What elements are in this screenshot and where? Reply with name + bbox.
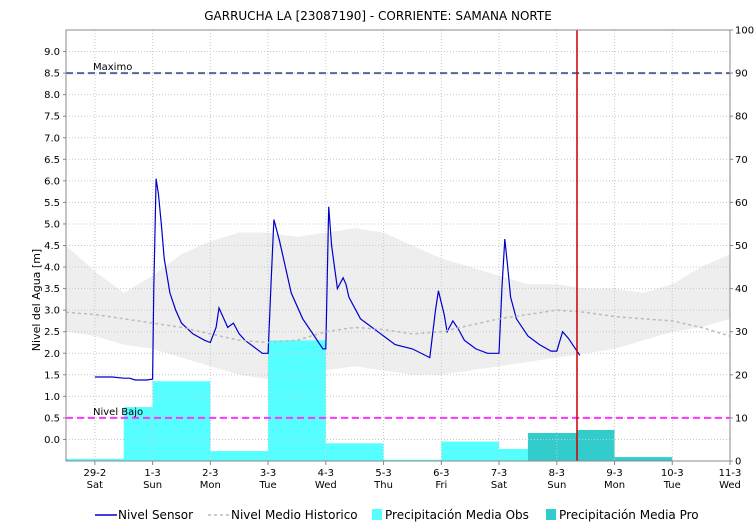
y-tick-label: 4.0 <box>44 263 60 274</box>
x-tick-day: Tue <box>663 480 681 491</box>
x-tick-day: Sat <box>491 480 507 491</box>
y-tick-label: 0.0 <box>44 435 60 446</box>
legend-swatch-3 <box>546 509 556 520</box>
y2-tick-label: 70 <box>735 155 748 166</box>
legend-label-3: Precipitación Media Pro <box>559 508 699 522</box>
legend-label-0: Nivel Sensor <box>118 508 193 522</box>
y-tick-label: 8.0 <box>44 90 60 101</box>
x-tick-date: 4-3 <box>318 468 334 479</box>
x-tick-date: 8-3 <box>549 468 565 479</box>
x-tick-day: Tue <box>259 480 277 491</box>
x-tick-day: Sat <box>87 480 103 491</box>
x-tick-day: Mon <box>604 480 625 491</box>
precip-bar-0-7 <box>441 441 500 461</box>
x-tick-date: 7-3 <box>491 468 507 479</box>
y-tick-label: 7.5 <box>44 112 60 123</box>
precip-bar-1-2 <box>614 457 673 461</box>
x-tick-date: 10-3 <box>661 468 684 479</box>
legend: Nivel Sensor Nivel Medio Historico Precipi… <box>95 508 699 522</box>
x-tick-day: Mon <box>200 480 221 491</box>
y2-tick-label: 0 <box>735 457 741 468</box>
precip-bar-0-6 <box>383 459 442 461</box>
y2-tick-label: 40 <box>735 284 748 295</box>
chart-title: GARRUCHA LA [23087190] - CORRIENTE: SAMA… <box>204 9 552 23</box>
x-tick-day: Thu <box>373 480 393 491</box>
reference-line-label-0: Maximo <box>93 62 132 73</box>
x-tick-date: 11-3 <box>719 468 742 479</box>
legend-swatch-2 <box>372 509 382 520</box>
series-line-1 <box>65 309 731 344</box>
y-tick-label: 1.0 <box>44 392 60 403</box>
legend-label-2: Precipitación Media Obs <box>385 508 529 522</box>
y-tick-label: 3.0 <box>44 306 60 317</box>
y-tick-label: 6.0 <box>44 176 60 187</box>
y2-tick-label: 10 <box>735 413 748 424</box>
y-tick-label: 0.5 <box>44 413 60 424</box>
precip-bar-0-3 <box>210 451 269 461</box>
precip-bar-1-1 <box>576 429 615 461</box>
x-tick-date: 29-2 <box>84 468 107 479</box>
x-tick-day: Wed <box>315 480 337 491</box>
plot-area: 9.0 8.5 8.0 7.5 7.0 6.5 6.0 5.5 5.0 4.5 4.0 3.5 3.0 2… <box>44 26 754 492</box>
y-tick-label: 5.0 <box>44 219 60 230</box>
y2-tick-label: 60 <box>735 198 748 209</box>
y2-tick-label: 100 <box>735 26 754 37</box>
y2-tick-label: 50 <box>735 241 748 252</box>
x-tick-date: 6-3 <box>433 468 449 479</box>
reference-line-label-1: Nivel Bajo <box>93 407 143 418</box>
y2-tick-label: 80 <box>735 112 748 123</box>
precip-bar-0-5 <box>325 443 384 461</box>
precip-bar-0-4 <box>268 340 326 461</box>
y-axis-label: Nivel del Agua [m] <box>30 249 43 351</box>
x-tick-date: 9-3 <box>606 468 622 479</box>
y-tick-label: 6.5 <box>44 155 60 166</box>
y-tick-label: 2.5 <box>44 327 60 338</box>
x-tick-day: Fri <box>435 480 447 491</box>
x-tick-day: Wed <box>719 480 741 491</box>
y2-tick-label: 30 <box>735 327 748 338</box>
y2-tick-label: 20 <box>735 370 748 381</box>
y-tick-label: 5.5 <box>44 198 60 209</box>
y-tick-label: 4.5 <box>44 241 60 252</box>
y-tick-label: 9.0 <box>44 47 60 58</box>
y-tick-label: 7.0 <box>44 133 60 144</box>
y2-tick-label: 90 <box>735 69 748 80</box>
precip-bar-0-1 <box>123 407 153 461</box>
precip-bar-1-0 <box>527 432 577 461</box>
y-tick-label: 8.5 <box>44 69 60 80</box>
x-tick-day: Sun <box>143 480 162 491</box>
legend-label-1: Nivel Medio Historico <box>231 508 358 522</box>
x-tick-date: 2-3 <box>202 468 218 479</box>
series-line-0 <box>94 178 581 381</box>
x-tick-date: 3-3 <box>260 468 276 479</box>
x-tick-date: 5-3 <box>375 468 391 479</box>
x-tick-day: Sun <box>547 480 566 491</box>
precip-bar-0-2 <box>152 381 211 461</box>
y-tick-label: 3.5 <box>44 284 60 295</box>
y-tick-label: 2.0 <box>44 349 60 360</box>
historic-range-band <box>66 228 730 380</box>
plot-frame <box>65 29 731 462</box>
x-tick-date: 1-3 <box>144 468 160 479</box>
y-tick-label: 1.5 <box>44 370 60 381</box>
